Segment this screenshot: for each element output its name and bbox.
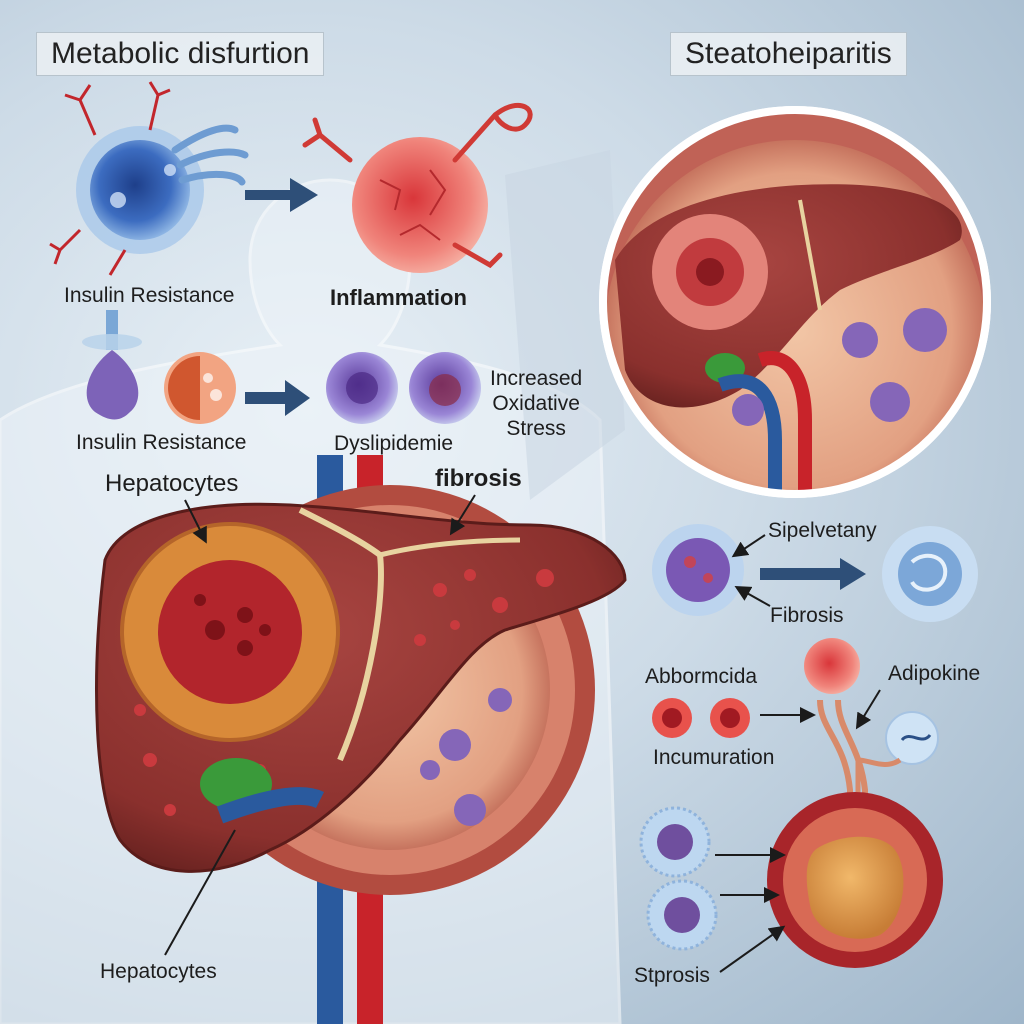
label-insulin-resistance-bottom: Insulin Resistance <box>76 431 247 454</box>
insulin-resistance-cell <box>49 81 249 276</box>
steatohepatitis-magnified-view <box>505 106 991 500</box>
arrow-to-dyslipidemie <box>245 380 310 416</box>
label-increased-oxidative-stress: Increased Oxidative Stress <box>490 367 583 440</box>
inflammation-cell <box>302 102 533 273</box>
adipokine-section <box>639 638 943 973</box>
label-adipokine: Adipokine <box>888 662 981 685</box>
title-metabolic-dysfunction: Metabolic disfurtion <box>36 32 325 76</box>
label-incumuration: Incumuration <box>653 746 775 769</box>
label-abbormcida: Abbormcida <box>645 665 758 688</box>
fibrosis-cells <box>652 524 978 622</box>
label-insulin-resistance-top: Insulin Resistance <box>64 284 235 307</box>
label-sipelvetany: Sipelvetany <box>768 519 877 542</box>
label-hepatocytes-top: Hepatocytes <box>105 470 239 497</box>
label-hepatocytes-bottom: Hepatocytes <box>100 960 217 983</box>
lipid-cell <box>164 352 236 424</box>
label-inflammation: Inflammation <box>330 285 467 310</box>
insulin-receptor-icon <box>82 310 142 420</box>
label-stprosis: Stprosis <box>634 964 710 987</box>
label-fibrosis-cell: Fibrosis <box>770 604 844 627</box>
dyslipidemie-cells <box>326 352 481 424</box>
label-pointers <box>164 494 476 956</box>
liver <box>95 502 627 873</box>
title-steatohepatitis: Steatoheiparitis <box>670 32 907 76</box>
arrow-to-inflammation <box>245 178 318 212</box>
label-fibrosis-liver: fibrosis <box>435 465 522 492</box>
label-dyslipidemie: Dyslipidemie <box>334 432 454 455</box>
